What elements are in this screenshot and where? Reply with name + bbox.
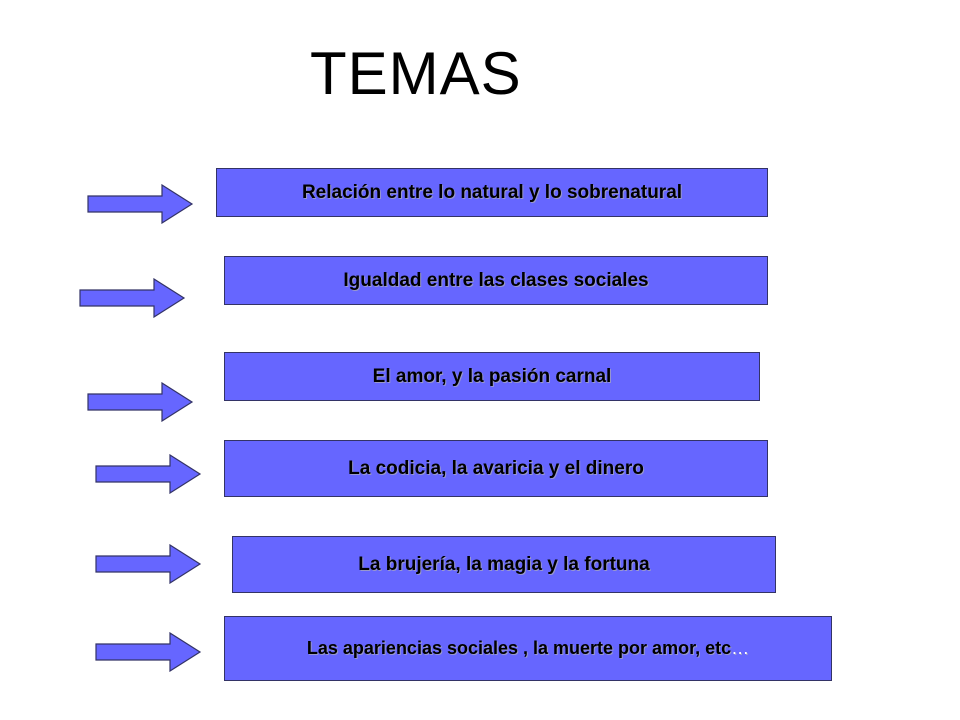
right-arrow-icon (94, 454, 202, 494)
right-arrow-icon (86, 382, 194, 422)
slide-title: TEMAS (310, 40, 522, 107)
theme-box: Igualdad entre las clases sociales (224, 256, 768, 305)
theme-label: Relación entre lo natural y lo sobrenatu… (301, 181, 683, 203)
right-arrow-icon (94, 632, 202, 672)
theme-box: Relación entre lo natural y lo sobrenatu… (216, 168, 768, 217)
theme-box: El amor, y la pasión carnal (224, 352, 760, 401)
theme-box: La brujería, la magia y la fortuna (232, 536, 776, 593)
theme-ellipsis: … (731, 638, 750, 658)
theme-label: Las apariencias sociales , la muerte por… (306, 638, 732, 658)
right-arrow-icon (86, 184, 194, 224)
theme-label: La codicia, la avaricia y el dinero (348, 457, 644, 479)
right-arrow-icon (94, 544, 202, 584)
theme-label: El amor, y la pasión carnal (372, 365, 612, 387)
theme-box: La codicia, la avaricia y el dinero (224, 440, 768, 497)
theme-box: Las apariencias sociales , la muerte por… (224, 616, 832, 681)
theme-label: La brujería, la magia y la fortuna (358, 553, 650, 575)
theme-label: Igualdad entre las clases sociales (343, 269, 649, 291)
right-arrow-icon (78, 278, 186, 318)
